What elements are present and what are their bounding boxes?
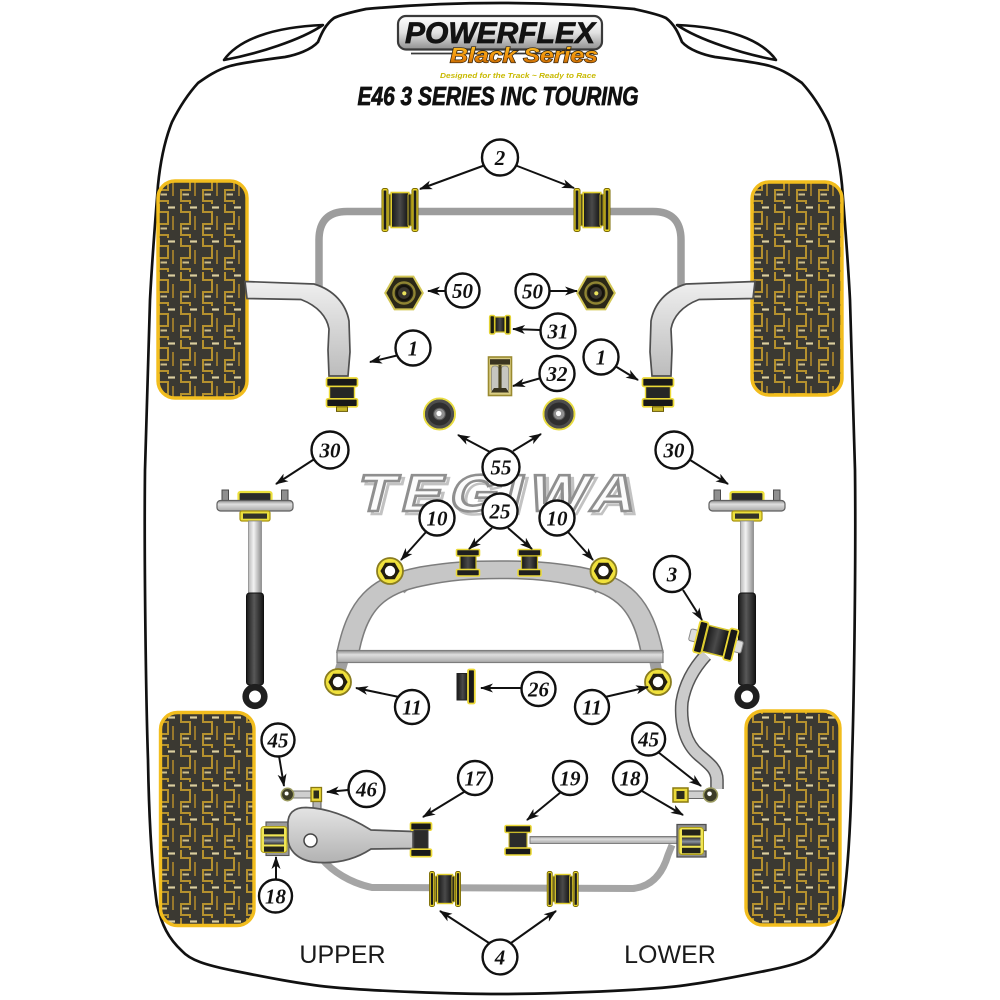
svg-text:1: 1	[596, 346, 607, 370]
svg-text:50: 50	[452, 279, 474, 303]
svg-text:50: 50	[522, 280, 544, 304]
svg-text:26: 26	[527, 678, 550, 702]
svg-text:55: 55	[491, 456, 512, 480]
svg-text:Designed for the Track ~ Ready: Designed for the Track ~ Ready to Race	[440, 71, 596, 80]
svg-text:45: 45	[637, 728, 659, 752]
svg-text:25: 25	[489, 500, 511, 524]
svg-text:10: 10	[427, 507, 449, 531]
svg-text:18: 18	[265, 885, 287, 909]
svg-text:POWERFLEX: POWERFLEX	[405, 17, 597, 50]
svg-text:2: 2	[494, 146, 506, 170]
svg-text:11: 11	[402, 696, 422, 720]
svg-text:UPPER: UPPER	[299, 941, 385, 969]
svg-text:30: 30	[319, 439, 342, 463]
svg-text:46: 46	[355, 778, 378, 802]
svg-text:17: 17	[465, 767, 488, 791]
svg-text:32: 32	[546, 362, 569, 386]
svg-text:Black Series: Black Series	[450, 45, 598, 68]
svg-text:3: 3	[666, 563, 678, 587]
svg-text:31: 31	[547, 320, 569, 344]
svg-text:19: 19	[560, 767, 582, 791]
svg-text:30: 30	[663, 439, 686, 463]
svg-text:10: 10	[547, 507, 569, 531]
svg-text:LOWER: LOWER	[624, 941, 716, 969]
svg-text:45: 45	[267, 729, 289, 753]
svg-text:11: 11	[582, 696, 602, 720]
svg-text:1: 1	[408, 337, 419, 361]
svg-text:E46 3 SERIES INC TOURING: E46 3 SERIES INC TOURING	[358, 81, 639, 111]
svg-text:18: 18	[620, 767, 642, 791]
svg-text:4: 4	[494, 946, 506, 970]
